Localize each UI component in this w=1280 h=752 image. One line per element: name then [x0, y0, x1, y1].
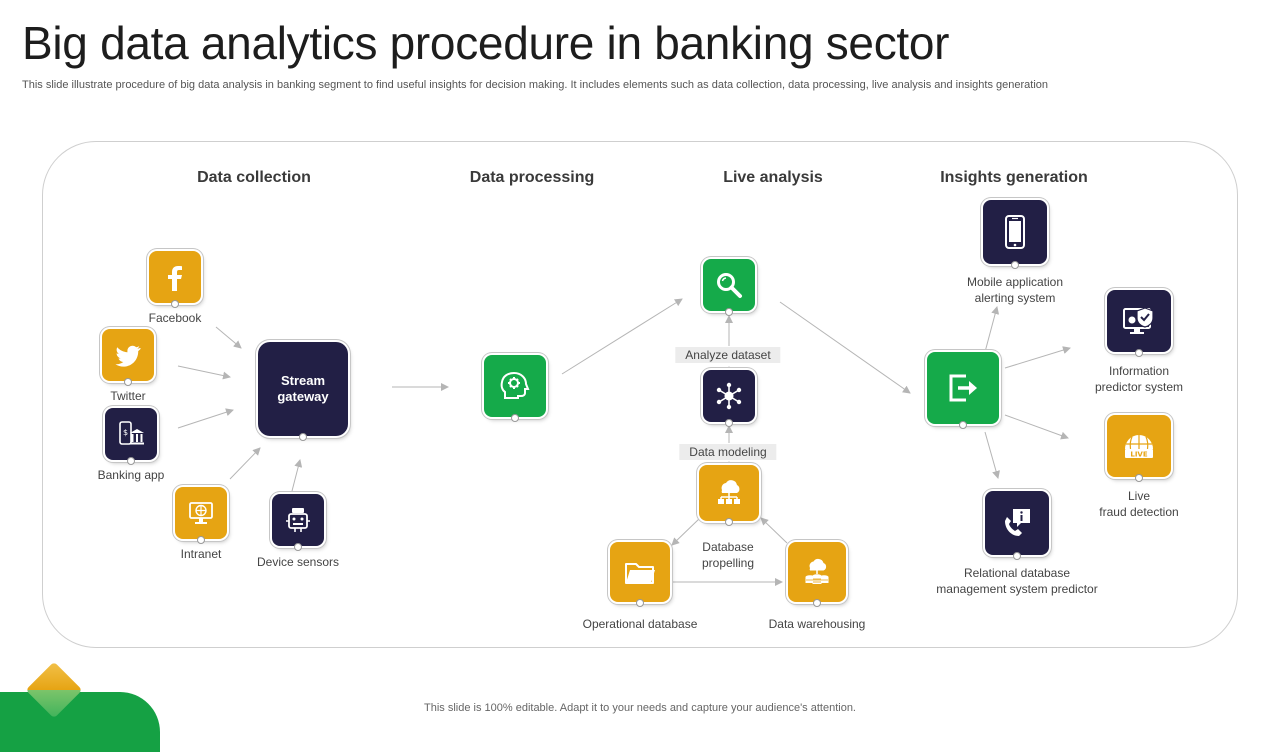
arrow-intranet-gateway — [229, 447, 261, 480]
database-propelling-label: Database propelling — [702, 539, 754, 571]
data-modeling-node — [703, 370, 755, 427]
arrow-analysis-to-insights — [779, 301, 911, 394]
rdbms-predictor-label: Relational database management system pr… — [936, 565, 1097, 597]
operational-database-label: Operational database — [582, 617, 698, 631]
live-fraud-detection-node: LIVE — [1107, 415, 1171, 482]
analyze-dataset-tag: Analyze dataset — [675, 347, 781, 363]
slide-subtitle: This slide illustrate procedure of big d… — [22, 79, 1049, 91]
stage-heading-data-collection: Data collection — [197, 169, 311, 186]
information-predictor-node — [1107, 290, 1171, 357]
footer-note: This slide is 100% editable. Adapt it to… — [424, 702, 856, 714]
arrow-hub-to-mobile — [984, 306, 1000, 353]
arrow-twitter-gateway — [177, 365, 231, 380]
stream-gateway-label-line1: Stream — [280, 373, 326, 388]
brain-gear-icon — [500, 371, 530, 399]
stage-heading-insights-generation: Insights generation — [940, 169, 1088, 186]
rdbms-predictor-node — [985, 491, 1049, 560]
data-modeling-tag: Data modeling — [679, 444, 777, 460]
device-sensors-label: Device sensors — [256, 555, 340, 569]
stream-gateway-node: Stream gateway — [258, 342, 348, 441]
banking-app-icon: $ — [119, 421, 144, 445]
banking-app-label: Banking app — [97, 468, 165, 482]
intranet-node — [175, 487, 227, 544]
live-badge-text: LIVE — [1130, 451, 1147, 459]
database-propelling-line2: propelling — [701, 556, 755, 570]
facebook-icon — [168, 266, 182, 291]
operational-database-node — [610, 542, 670, 607]
arrow-sensors-gateway — [291, 459, 303, 492]
banking-app-node: $ — [105, 408, 157, 465]
monitor-shield-icon — [1123, 307, 1154, 334]
mobile-alerting-line2: alerting system — [974, 291, 1056, 305]
mobile-alerting-node — [983, 200, 1047, 269]
arrow-warehousing-to-propelling — [760, 517, 788, 544]
intranet-icon — [189, 502, 213, 524]
mobile-alerting-line1: Mobile application — [966, 275, 1064, 289]
export-arrow-icon — [949, 374, 977, 402]
svg-text:$: $ — [123, 428, 128, 437]
intranet-label: Intranet — [180, 547, 222, 561]
information-predictor-label: Information predictor system — [1095, 363, 1183, 395]
arrow-facebook-gateway — [215, 326, 242, 349]
arrow-processing-analysis — [561, 298, 683, 375]
live-fraud-line1: Live — [1127, 489, 1151, 503]
stage-heading-live-analysis: Live analysis — [723, 169, 823, 186]
rdbms-predictor-line1: Relational database — [963, 566, 1071, 580]
analyze-search-node — [703, 259, 755, 316]
twitter-icon — [115, 345, 141, 367]
smartphone-icon — [1005, 215, 1025, 249]
cloud-database-icon — [718, 480, 740, 504]
facebook-node — [149, 251, 201, 308]
arrow-hub-to-info — [1004, 346, 1071, 369]
data-warehousing-node — [788, 542, 846, 607]
slide-title: Big data analytics procedure in banking … — [22, 17, 950, 69]
arrow-propelling-to-operational — [671, 517, 701, 546]
folder-icon — [625, 563, 655, 584]
connector-arrows — [177, 298, 1071, 586]
information-predictor-line1: Information — [1108, 364, 1170, 378]
twitter-label: Twitter — [110, 389, 146, 403]
arrow-banking-gateway — [177, 408, 234, 429]
arrow-hub-to-live — [1004, 414, 1069, 440]
twitter-node — [102, 329, 154, 386]
diagram-frame — [42, 141, 1238, 648]
insights-hub-node — [927, 352, 999, 429]
information-predictor-line2: predictor system — [1094, 380, 1184, 394]
database-propelling-line1: Database — [702, 540, 754, 554]
data-warehousing-label: Data warehousing — [768, 617, 866, 631]
database-propelling-node — [699, 465, 759, 526]
live-fraud-label: Live fraud detection — [1099, 488, 1178, 520]
device-sensors-node — [272, 494, 324, 551]
data-processing-node — [484, 355, 546, 422]
network-hub-icon — [716, 382, 742, 410]
stage-heading-data-processing: Data processing — [469, 169, 595, 186]
corner-decoration-green — [0, 692, 160, 752]
phone-info-icon — [1005, 509, 1030, 536]
arrow-hub-to-rdbms — [984, 431, 1000, 479]
rdbms-predictor-line2: management system predictor — [936, 582, 1098, 596]
facebook-label: Facebook — [148, 311, 202, 325]
device-sensor-icon — [286, 508, 310, 532]
live-fraud-line2: fraud detection — [1099, 505, 1179, 519]
live-broadcast-icon: LIVE — [1125, 435, 1153, 459]
stream-gateway-label-line2: gateway — [277, 389, 329, 404]
mobile-alerting-label: Mobile application alerting system — [967, 274, 1063, 306]
magnifier-icon — [717, 273, 742, 298]
cloud-coins-icon — [805, 558, 829, 584]
